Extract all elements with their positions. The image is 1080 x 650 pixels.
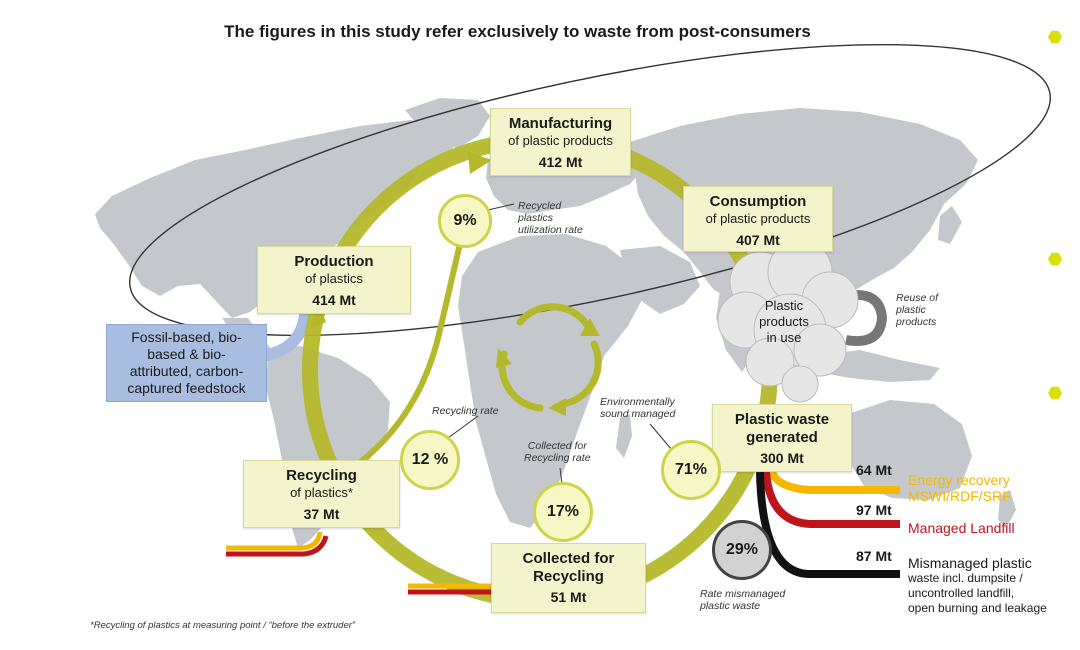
bullet-hexagon-2	[1048, 252, 1062, 266]
sound-managed-circle: 71%	[661, 440, 721, 500]
mismanaged-stream	[756, 471, 900, 578]
collected-rate-line-1: Collected for	[527, 440, 587, 452]
waste-heading-2: generated	[746, 429, 818, 446]
japan-shape	[938, 206, 962, 244]
recycling-rate-note: Recycling rate	[432, 405, 499, 417]
collected-heading-1: Collected for	[522, 550, 615, 567]
mismanaged-rate-line-2: plastic waste	[700, 600, 761, 612]
collected-rate-note: Collected for Recycling rate	[524, 440, 591, 464]
consumption-box: Consumption of plastic products 407 Mt	[683, 186, 833, 252]
production-box: Production of plastics 414 Mt	[257, 246, 411, 314]
utilization-arrow	[348, 221, 468, 473]
utilization-rate-circle: 9%	[438, 194, 492, 248]
feedstock-box: Fossil-based, bio- based & bio- attribut…	[106, 324, 267, 402]
ring-arrow-left	[310, 304, 326, 330]
reuse-note: Reuse of plastic products	[896, 292, 938, 328]
collected-value: 51 Mt	[550, 589, 587, 605]
reuse-loop	[845, 290, 888, 346]
feedstock-line-3: attributed, carbon-	[129, 363, 244, 379]
collected-box: Collected for Recycling 51 Mt	[491, 543, 646, 613]
feedstock-line-4: captured feedstock	[127, 380, 246, 396]
recycling-rate-leader	[447, 415, 479, 439]
mismanaged-label: Mismanaged plastic waste incl. dumpsite …	[908, 556, 1047, 616]
consumption-heading: Consumption	[709, 193, 807, 210]
mismanaged-rate-line-1: Rate mismanaged	[700, 588, 786, 600]
recycling-rate-circle: 12 %	[400, 430, 460, 490]
landfill-value: 97 Mt	[856, 502, 892, 518]
mismanaged-value: 87 Mt	[856, 548, 892, 564]
landfill-stream	[762, 471, 900, 528]
reuse-line-1: Reuse of	[896, 292, 939, 304]
arabia-shape	[620, 246, 700, 314]
production-sub: of plastics	[305, 271, 363, 286]
orbit-ellipse	[129, 43, 1051, 337]
recycling-box: Recycling of plastics* 37 Mt	[243, 460, 400, 528]
feedstock-line-2: based & bio-	[147, 346, 226, 362]
reuse-line-2: plastic	[896, 304, 926, 316]
cloud-line-2: products	[759, 314, 809, 329]
consumption-sub: of plastic products	[705, 211, 811, 226]
utilization-line-2: plastics	[518, 212, 554, 224]
mismanaged-rate-circle: 29%	[712, 520, 772, 580]
manufacturing-value: 412 Mt	[538, 154, 583, 170]
manufacturing-box: Manufacturing of plastic products 412 Mt	[490, 108, 631, 176]
reuse-line-3: products	[896, 316, 937, 328]
utilization-rate-note: Recycled plastics utilization rate	[518, 200, 583, 236]
sound-managed-note: Environmentally sound managed	[600, 396, 675, 420]
landfill-label: Managed Landfill	[908, 520, 1015, 536]
greenland-shape	[405, 98, 490, 148]
ring-arrow-top	[468, 152, 492, 174]
manufacturing-heading: Manufacturing	[508, 115, 613, 132]
utilization-line-3: utilization rate	[518, 224, 583, 236]
collected-rate-line-2: Recycling rate	[524, 452, 591, 464]
mismanaged-line-4: open burning and leakage	[908, 601, 1047, 615]
collected-rate-circle: 17%	[533, 482, 593, 542]
production-value: 414 Mt	[312, 292, 356, 308]
bullet-hexagon-3	[1048, 386, 1062, 400]
sound-line-1: Environmentally	[600, 396, 675, 408]
mismanaged-rate-note: Rate mismanaged plastic waste	[700, 588, 785, 612]
mismanaged-line-2: waste incl. dumpsite /	[908, 571, 1023, 585]
energy-line-1: Energy recovery	[908, 472, 1010, 488]
production-heading: Production	[294, 253, 374, 270]
recycling-sub: of plastics*	[290, 485, 353, 500]
cloud-line-1: Plastic	[764, 298, 804, 313]
waste-generated-box: Plastic waste generated 300 Mt	[712, 404, 852, 472]
energy-stream	[768, 470, 900, 494]
australia-shape	[842, 400, 972, 500]
north-america-shape	[95, 120, 455, 318]
madagascar-shape	[616, 414, 632, 458]
page-title: The figures in this study refer exclusiv…	[224, 22, 811, 41]
utilization-leader	[487, 203, 515, 211]
products-in-use-cloud	[717, 239, 859, 403]
mismanaged-line-1: Mismanaged plastic	[908, 555, 1032, 571]
new-zealand-shape	[998, 490, 1016, 528]
sound-line-2: sound managed	[600, 408, 676, 420]
consumption-value: 407 Mt	[736, 232, 780, 248]
feedstock-line-1: Fossil-based, bio-	[131, 329, 242, 345]
energy-label: Energy recovery MSWI/RDF/SRF	[908, 472, 1011, 504]
mismanaged-line-3: uncontrolled landfill,	[908, 586, 1015, 600]
sound-leader	[649, 423, 673, 451]
recycling-out-yellow	[226, 531, 323, 551]
africa-shape	[458, 234, 644, 528]
waste-value: 300 Mt	[760, 450, 804, 466]
recycling-out-red	[226, 535, 329, 557]
collected-heading-2: Recycling	[533, 568, 604, 585]
cloud-line-3: in use	[766, 330, 802, 345]
recycling-heading: Recycling	[286, 467, 357, 484]
utilization-line-1: Recycled	[518, 200, 562, 212]
products-in-use-label: Plastic products in use	[744, 298, 824, 346]
energy-line-2: MSWI/RDF/SRF	[908, 488, 1011, 504]
bullet-hexagon-1	[1048, 30, 1062, 44]
waste-heading-1: Plastic waste	[734, 411, 830, 428]
energy-value: 64 Mt	[856, 462, 892, 478]
manufacturing-sub: of plastic products	[508, 133, 613, 148]
collected-rate-leader	[559, 467, 563, 485]
feedstock-connector	[256, 310, 311, 362]
footnote: *Recycling of plastics at measuring poin…	[90, 620, 356, 631]
recycling-value: 37 Mt	[303, 506, 340, 522]
